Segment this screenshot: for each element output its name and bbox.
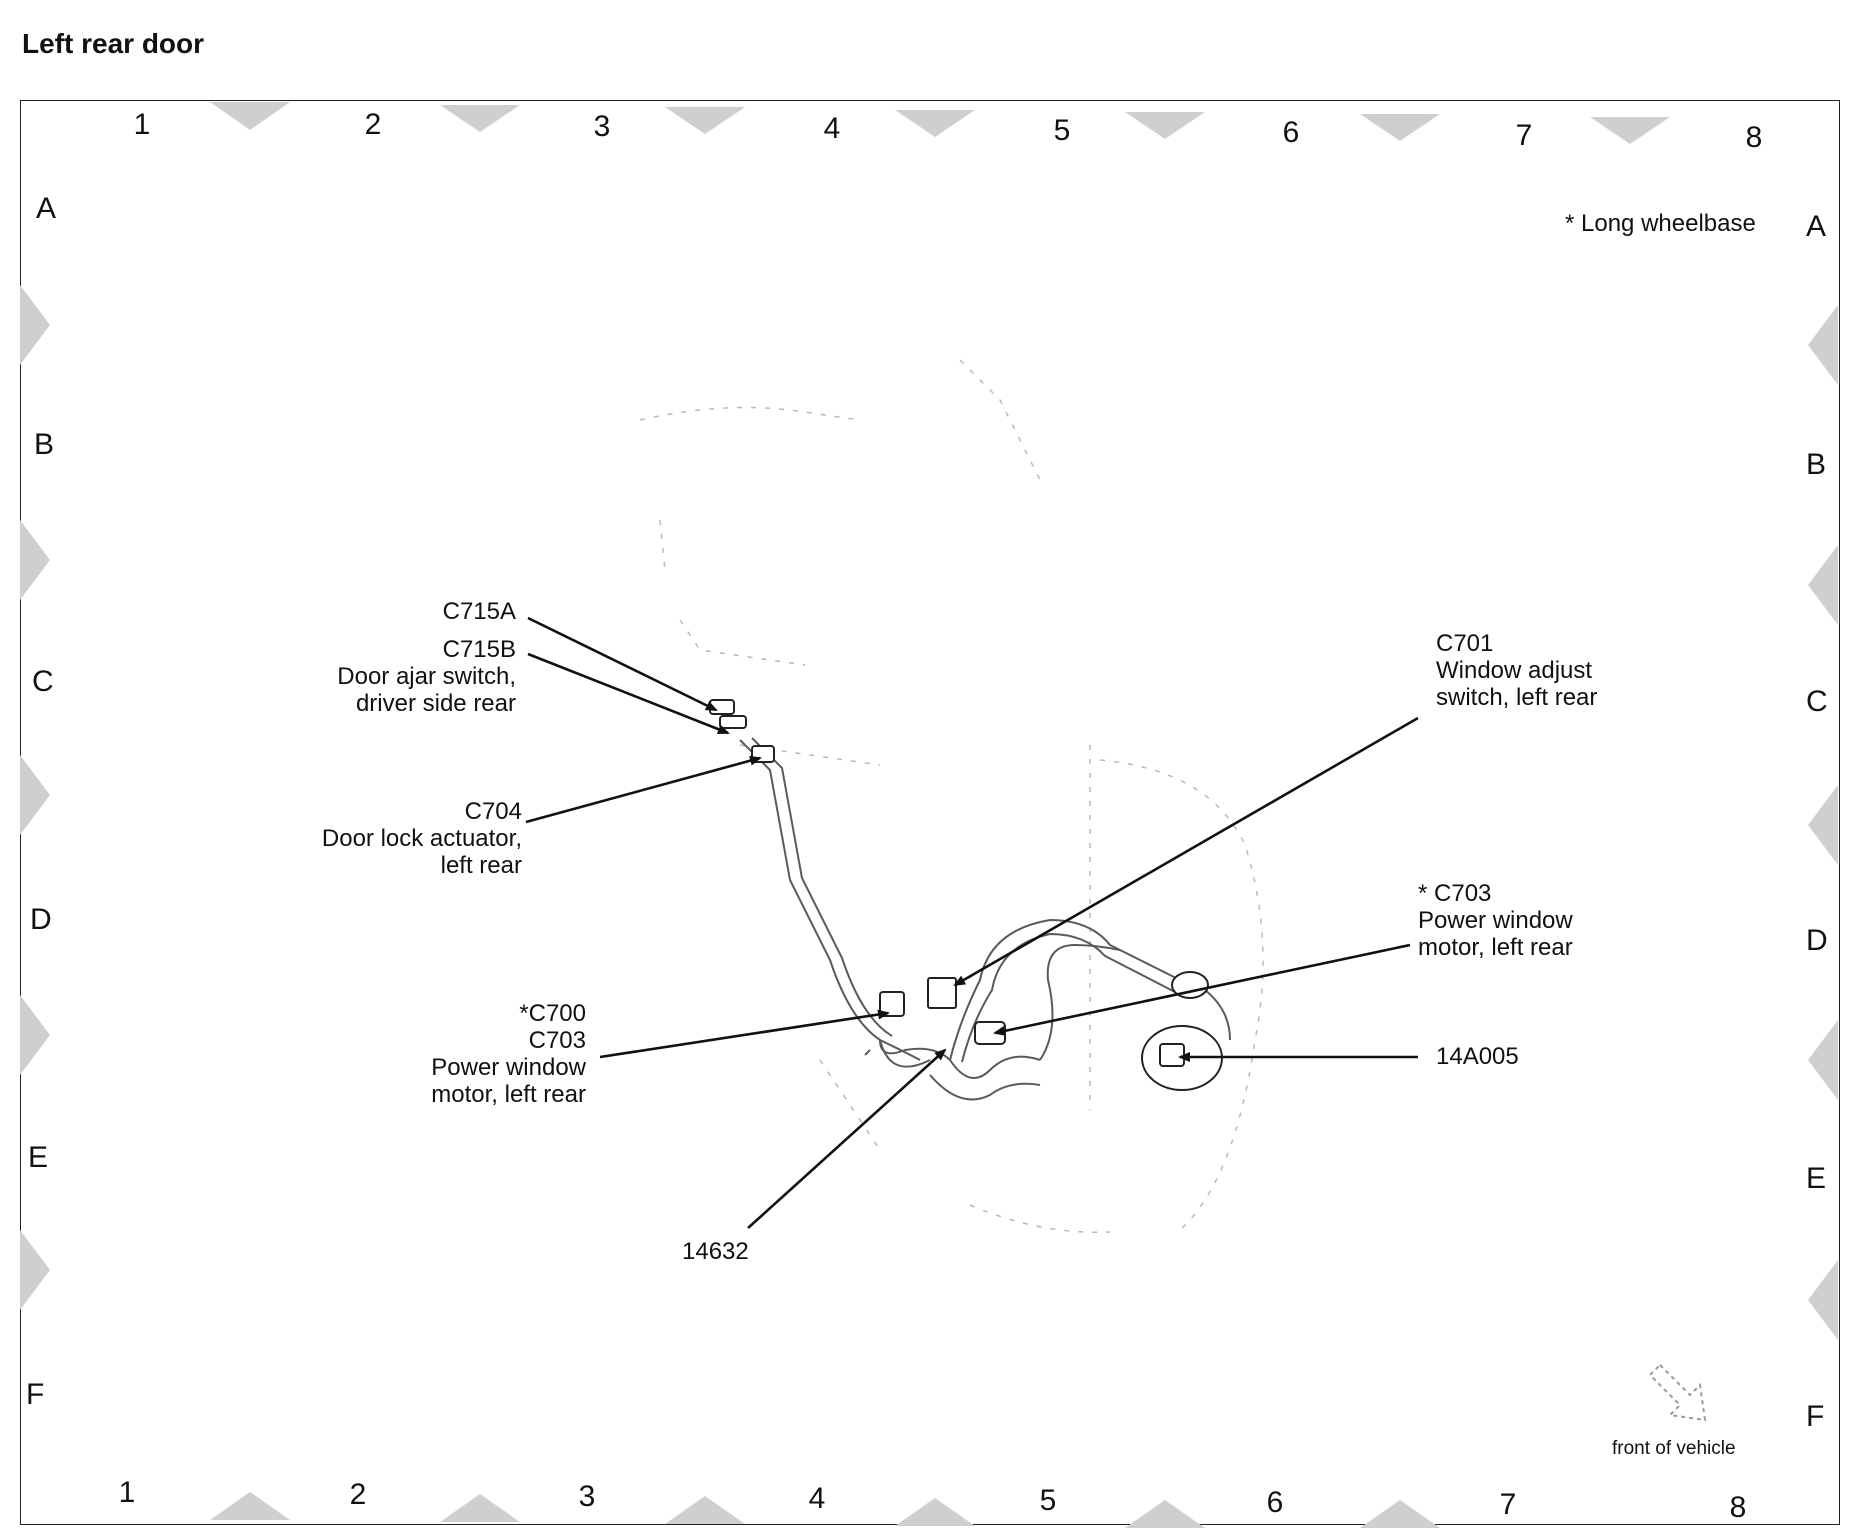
- column-label-top-4: 4: [823, 112, 841, 145]
- c703-leader: [993, 943, 1411, 1036]
- column-label-bottom-3: 3: [578, 1480, 596, 1513]
- c701-leader: [953, 716, 1419, 987]
- window-switch-connector: [927, 977, 957, 1009]
- long-wheelbase-note: * Long wheelbase: [1565, 210, 1756, 237]
- row-label-right-b: B: [1806, 448, 1827, 481]
- connectors: [709, 699, 1223, 1091]
- column-label-top-1: 1: [133, 108, 151, 141]
- column-label-bottom-8: 8: [1729, 1491, 1747, 1524]
- callout-14a005: 14A005: [1436, 1043, 1519, 1070]
- column-label-top-8: 8: [1745, 121, 1763, 154]
- column-label-bottom-2: 2: [349, 1478, 367, 1511]
- column-label-bottom-5: 5: [1039, 1484, 1057, 1517]
- row-label-left-d: D: [30, 903, 52, 936]
- callout-c704: C704 Door lock actuator, left rear: [321, 798, 522, 879]
- 14632-leader: [747, 1048, 947, 1229]
- column-label-top-2: 2: [364, 108, 382, 141]
- column-label-bottom-4: 4: [808, 1482, 826, 1515]
- row-label-right-a: A: [1806, 210, 1827, 243]
- row-label-left-c: C: [32, 665, 54, 698]
- leader-lines: [525, 616, 1419, 1229]
- c704-leader: [525, 755, 762, 824]
- column-label-bottom-6: 6: [1266, 1486, 1284, 1519]
- c715b-leader: [527, 652, 730, 735]
- c700-leader: [599, 1009, 890, 1059]
- front-of-vehicle-arrow: [1648, 1363, 1707, 1422]
- column-label-top-6: 6: [1282, 116, 1300, 149]
- c715a-leader: [527, 616, 718, 712]
- callout-c703: * C703 Power window motor, left rear: [1418, 880, 1573, 961]
- front-of-vehicle-label: front of vehicle: [1612, 1438, 1736, 1459]
- row-label-right-e: E: [1806, 1162, 1827, 1195]
- row-label-left-e: E: [28, 1141, 49, 1174]
- row-label-left-b: B: [34, 428, 55, 461]
- page-title: Left rear door: [22, 28, 205, 59]
- row-label-left-f: F: [26, 1378, 45, 1411]
- callout-14632: 14632: [682, 1238, 749, 1265]
- column-label-top-7: 7: [1515, 119, 1533, 152]
- grid-registration-marks: [20, 102, 1838, 1528]
- door-outline: [639, 359, 1264, 1234]
- row-label-left-a: A: [36, 192, 57, 225]
- callout-c715b: C715B Door ajar switch, driver side rear: [337, 636, 516, 717]
- callout-c700-c703: *C700 C703 Power window motor, left rear: [431, 1000, 586, 1108]
- row-label-right-d: D: [1806, 924, 1828, 957]
- column-label-top-3: 3: [593, 110, 611, 143]
- row-label-right-c: C: [1806, 685, 1828, 718]
- callout-c701: C701 Window adjust switch, left rear: [1436, 630, 1598, 711]
- column-label-bottom-7: 7: [1499, 1488, 1517, 1521]
- column-label-top-5: 5: [1053, 114, 1071, 147]
- callout-c715a: C715A: [442, 598, 516, 625]
- column-label-bottom-1: 1: [118, 1476, 136, 1509]
- row-label-right-f: F: [1806, 1400, 1825, 1433]
